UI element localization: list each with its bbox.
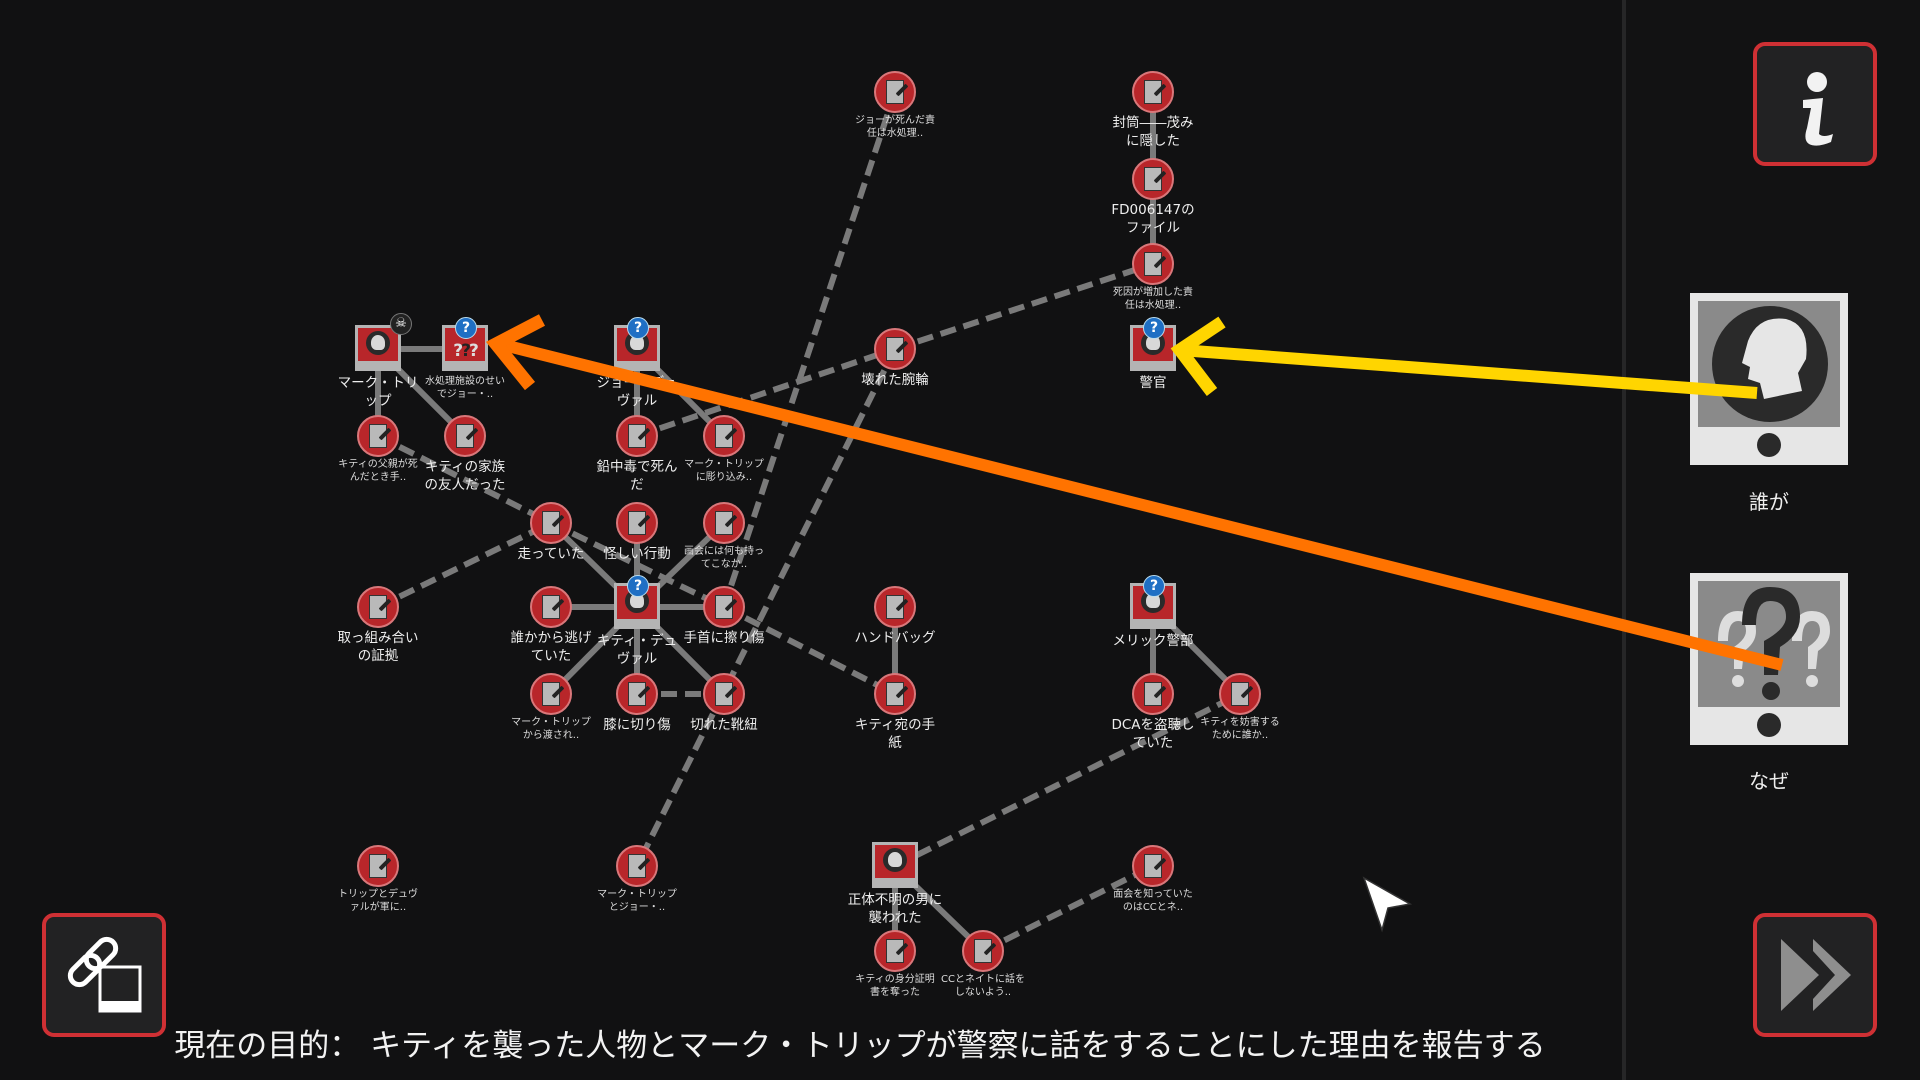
node-label: 壊れた腕輪 bbox=[861, 372, 929, 388]
node-label: 警官 bbox=[1139, 375, 1167, 391]
person-portrait-icon[interactable] bbox=[355, 325, 401, 371]
question-badge-icon: ? bbox=[455, 317, 477, 339]
document-icon[interactable] bbox=[1132, 845, 1174, 887]
document-icon[interactable] bbox=[703, 415, 745, 457]
document-icon[interactable] bbox=[703, 673, 745, 715]
document-icon[interactable] bbox=[874, 71, 916, 113]
document-icon[interactable] bbox=[703, 586, 745, 628]
question-badge-icon: ? bbox=[1143, 317, 1165, 339]
document-icon[interactable] bbox=[874, 586, 916, 628]
document-icon[interactable] bbox=[1132, 243, 1174, 285]
current-objective: 現在の目的： キティを襲った人物とマーク・トリップが警察に話をすることにした理由… bbox=[174, 1028, 1546, 1064]
info-button[interactable] bbox=[1753, 42, 1877, 166]
document-icon[interactable] bbox=[874, 328, 916, 370]
document-icon[interactable] bbox=[962, 930, 1004, 972]
dashed-link bbox=[376, 520, 553, 610]
document-icon[interactable] bbox=[530, 586, 572, 628]
document-icon[interactable] bbox=[530, 502, 572, 544]
node-label: CCとネイトに話をしないよう.. bbox=[941, 974, 1025, 998]
node-label: 正体不明の男に襲われた bbox=[847, 892, 943, 926]
node-label: メリック警部 bbox=[1112, 633, 1194, 649]
skull-badge-icon: ☠ bbox=[390, 313, 412, 335]
document-icon[interactable] bbox=[357, 845, 399, 887]
node-label: FD006147のファイル bbox=[1111, 202, 1195, 236]
document-icon[interactable] bbox=[357, 415, 399, 457]
document-icon[interactable] bbox=[703, 502, 745, 544]
node-label: 膝に切り傷 bbox=[603, 717, 671, 733]
node-label: 走っていた bbox=[517, 546, 585, 562]
question-badge-icon: ? bbox=[1143, 575, 1165, 597]
document-icon[interactable] bbox=[874, 673, 916, 715]
document-icon[interactable] bbox=[530, 673, 572, 715]
node-label: キティの身分証明書を奪った bbox=[855, 974, 935, 998]
document-icon[interactable] bbox=[616, 502, 658, 544]
node-label: 水処理施設のせいでジョー・.. bbox=[425, 376, 505, 400]
who-label: 誰が bbox=[1749, 490, 1789, 514]
dashed-link bbox=[722, 604, 897, 697]
dashed-link bbox=[721, 91, 898, 608]
question-marks-icon bbox=[1698, 581, 1840, 707]
node-label: マーク・トリップ bbox=[337, 375, 419, 409]
node-label: 切れた靴紐 bbox=[690, 717, 758, 733]
node-label: DCAを盗聴していた bbox=[1111, 717, 1195, 751]
why-slot-card[interactable] bbox=[1690, 573, 1848, 745]
why-label: なぜ bbox=[1749, 769, 1789, 793]
node-label: ジョーが死んだ責任は水処理.. bbox=[855, 115, 935, 139]
document-icon[interactable] bbox=[1132, 158, 1174, 200]
info-icon bbox=[1803, 72, 1833, 146]
node-label: 誰かから逃げていた bbox=[510, 630, 592, 664]
node-label: ハンドバッグ bbox=[854, 630, 936, 646]
who-slot-card[interactable] bbox=[1690, 293, 1848, 465]
node-label: キティの父親が死んだとき手.. bbox=[338, 459, 418, 483]
node-label: 面会を知っていたのはCCとネ.. bbox=[1113, 889, 1193, 913]
document-icon[interactable] bbox=[1219, 673, 1261, 715]
document-icon[interactable] bbox=[1132, 673, 1174, 715]
node-label: トリップとデュヴァルが軍に.. bbox=[338, 889, 418, 913]
node-label: キティ宛の手紙 bbox=[854, 717, 936, 751]
card-dot bbox=[1757, 433, 1781, 457]
node-label: 鉛中毒で死んだ bbox=[596, 459, 678, 493]
document-icon[interactable] bbox=[616, 845, 658, 887]
document-icon[interactable] bbox=[357, 586, 399, 628]
node-label: マーク・トリップとジョー・.. bbox=[597, 889, 677, 913]
document-icon[interactable] bbox=[444, 415, 486, 457]
node-label: キティ・デュヴァル bbox=[596, 633, 678, 667]
link-photo-icon bbox=[67, 936, 142, 1013]
question-badge-icon: ? bbox=[627, 575, 649, 597]
node-label: キティを妨害するために誰か.. bbox=[1200, 717, 1280, 741]
node-label: キティの家族の友人だった bbox=[424, 459, 506, 493]
person-portrait-icon[interactable] bbox=[872, 842, 918, 888]
node-label: マーク・トリップに彫り込み.. bbox=[684, 459, 764, 483]
document-icon[interactable] bbox=[616, 415, 658, 457]
question-badge-icon: ? bbox=[627, 317, 649, 339]
node-label: 取っ組み合いの証拠 bbox=[337, 630, 419, 664]
card-dot bbox=[1757, 713, 1781, 737]
document-icon[interactable] bbox=[616, 673, 658, 715]
node-label: 怪しい行動 bbox=[603, 546, 671, 562]
node-label: ジョー・デュヴァル bbox=[596, 375, 678, 409]
document-icon[interactable] bbox=[874, 930, 916, 972]
link-evidence-button[interactable] bbox=[42, 913, 166, 1037]
dashed-link bbox=[634, 347, 898, 868]
document-icon[interactable] bbox=[1132, 71, 1174, 113]
node-label: 手首に擦り傷 bbox=[683, 630, 765, 646]
person-silhouette-icon bbox=[1698, 301, 1840, 427]
node-label: 封筒――茂みに隠した bbox=[1112, 115, 1194, 149]
fast-forward-button[interactable] bbox=[1753, 913, 1877, 1037]
mouse-cursor-icon bbox=[1362, 876, 1412, 933]
node-label: 死因が増加した責任は水処理.. bbox=[1113, 287, 1193, 311]
node-label: マーク・トリップから渡され.. bbox=[511, 717, 591, 741]
fast-forward-icon bbox=[1781, 939, 1851, 1011]
node-label: 画会には何も持ってこなか.. bbox=[684, 546, 764, 570]
